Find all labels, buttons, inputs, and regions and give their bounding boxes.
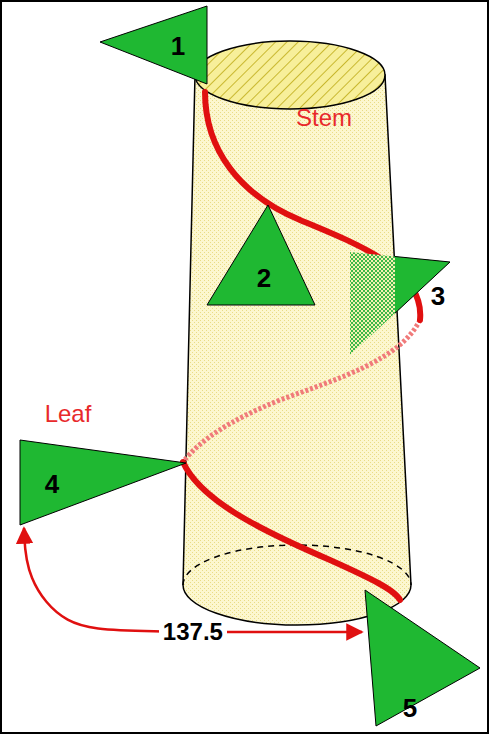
part-label: Stem bbox=[296, 106, 352, 130]
callout-number: 3 bbox=[431, 283, 445, 309]
leaf-node: 1 bbox=[98, 4, 210, 88]
leaf-node: 2 bbox=[205, 203, 317, 307]
part-label: Leaf bbox=[45, 402, 92, 426]
leaf-node: 3 bbox=[345, 248, 455, 358]
spiral-front bbox=[183, 462, 400, 600]
angle-label: 137.5 bbox=[159, 620, 227, 644]
leaf-node: 4 bbox=[18, 438, 188, 528]
leaf-shape bbox=[205, 203, 317, 307]
spiral-back bbox=[183, 320, 420, 462]
leaf-hidden-part bbox=[350, 252, 450, 355]
stem-body bbox=[183, 75, 411, 625]
leaf-triangle bbox=[207, 205, 315, 305]
callout-number: 4 bbox=[45, 471, 59, 497]
leaf-triangle bbox=[20, 440, 186, 525]
leaf-shape bbox=[18, 438, 188, 528]
leaf-shape bbox=[362, 588, 482, 728]
leaf-triangle bbox=[365, 590, 480, 726]
callout-number: 2 bbox=[257, 265, 271, 291]
angle-arc bbox=[24, 528, 362, 632]
leaf-triangle bbox=[395, 252, 450, 355]
callout-number: 5 bbox=[403, 695, 417, 721]
callout-number: 1 bbox=[171, 33, 185, 59]
leaf-triangle bbox=[100, 6, 207, 84]
stem-top bbox=[195, 41, 385, 109]
leaf-shape bbox=[98, 4, 210, 88]
leaf-node: 5 bbox=[362, 588, 482, 728]
